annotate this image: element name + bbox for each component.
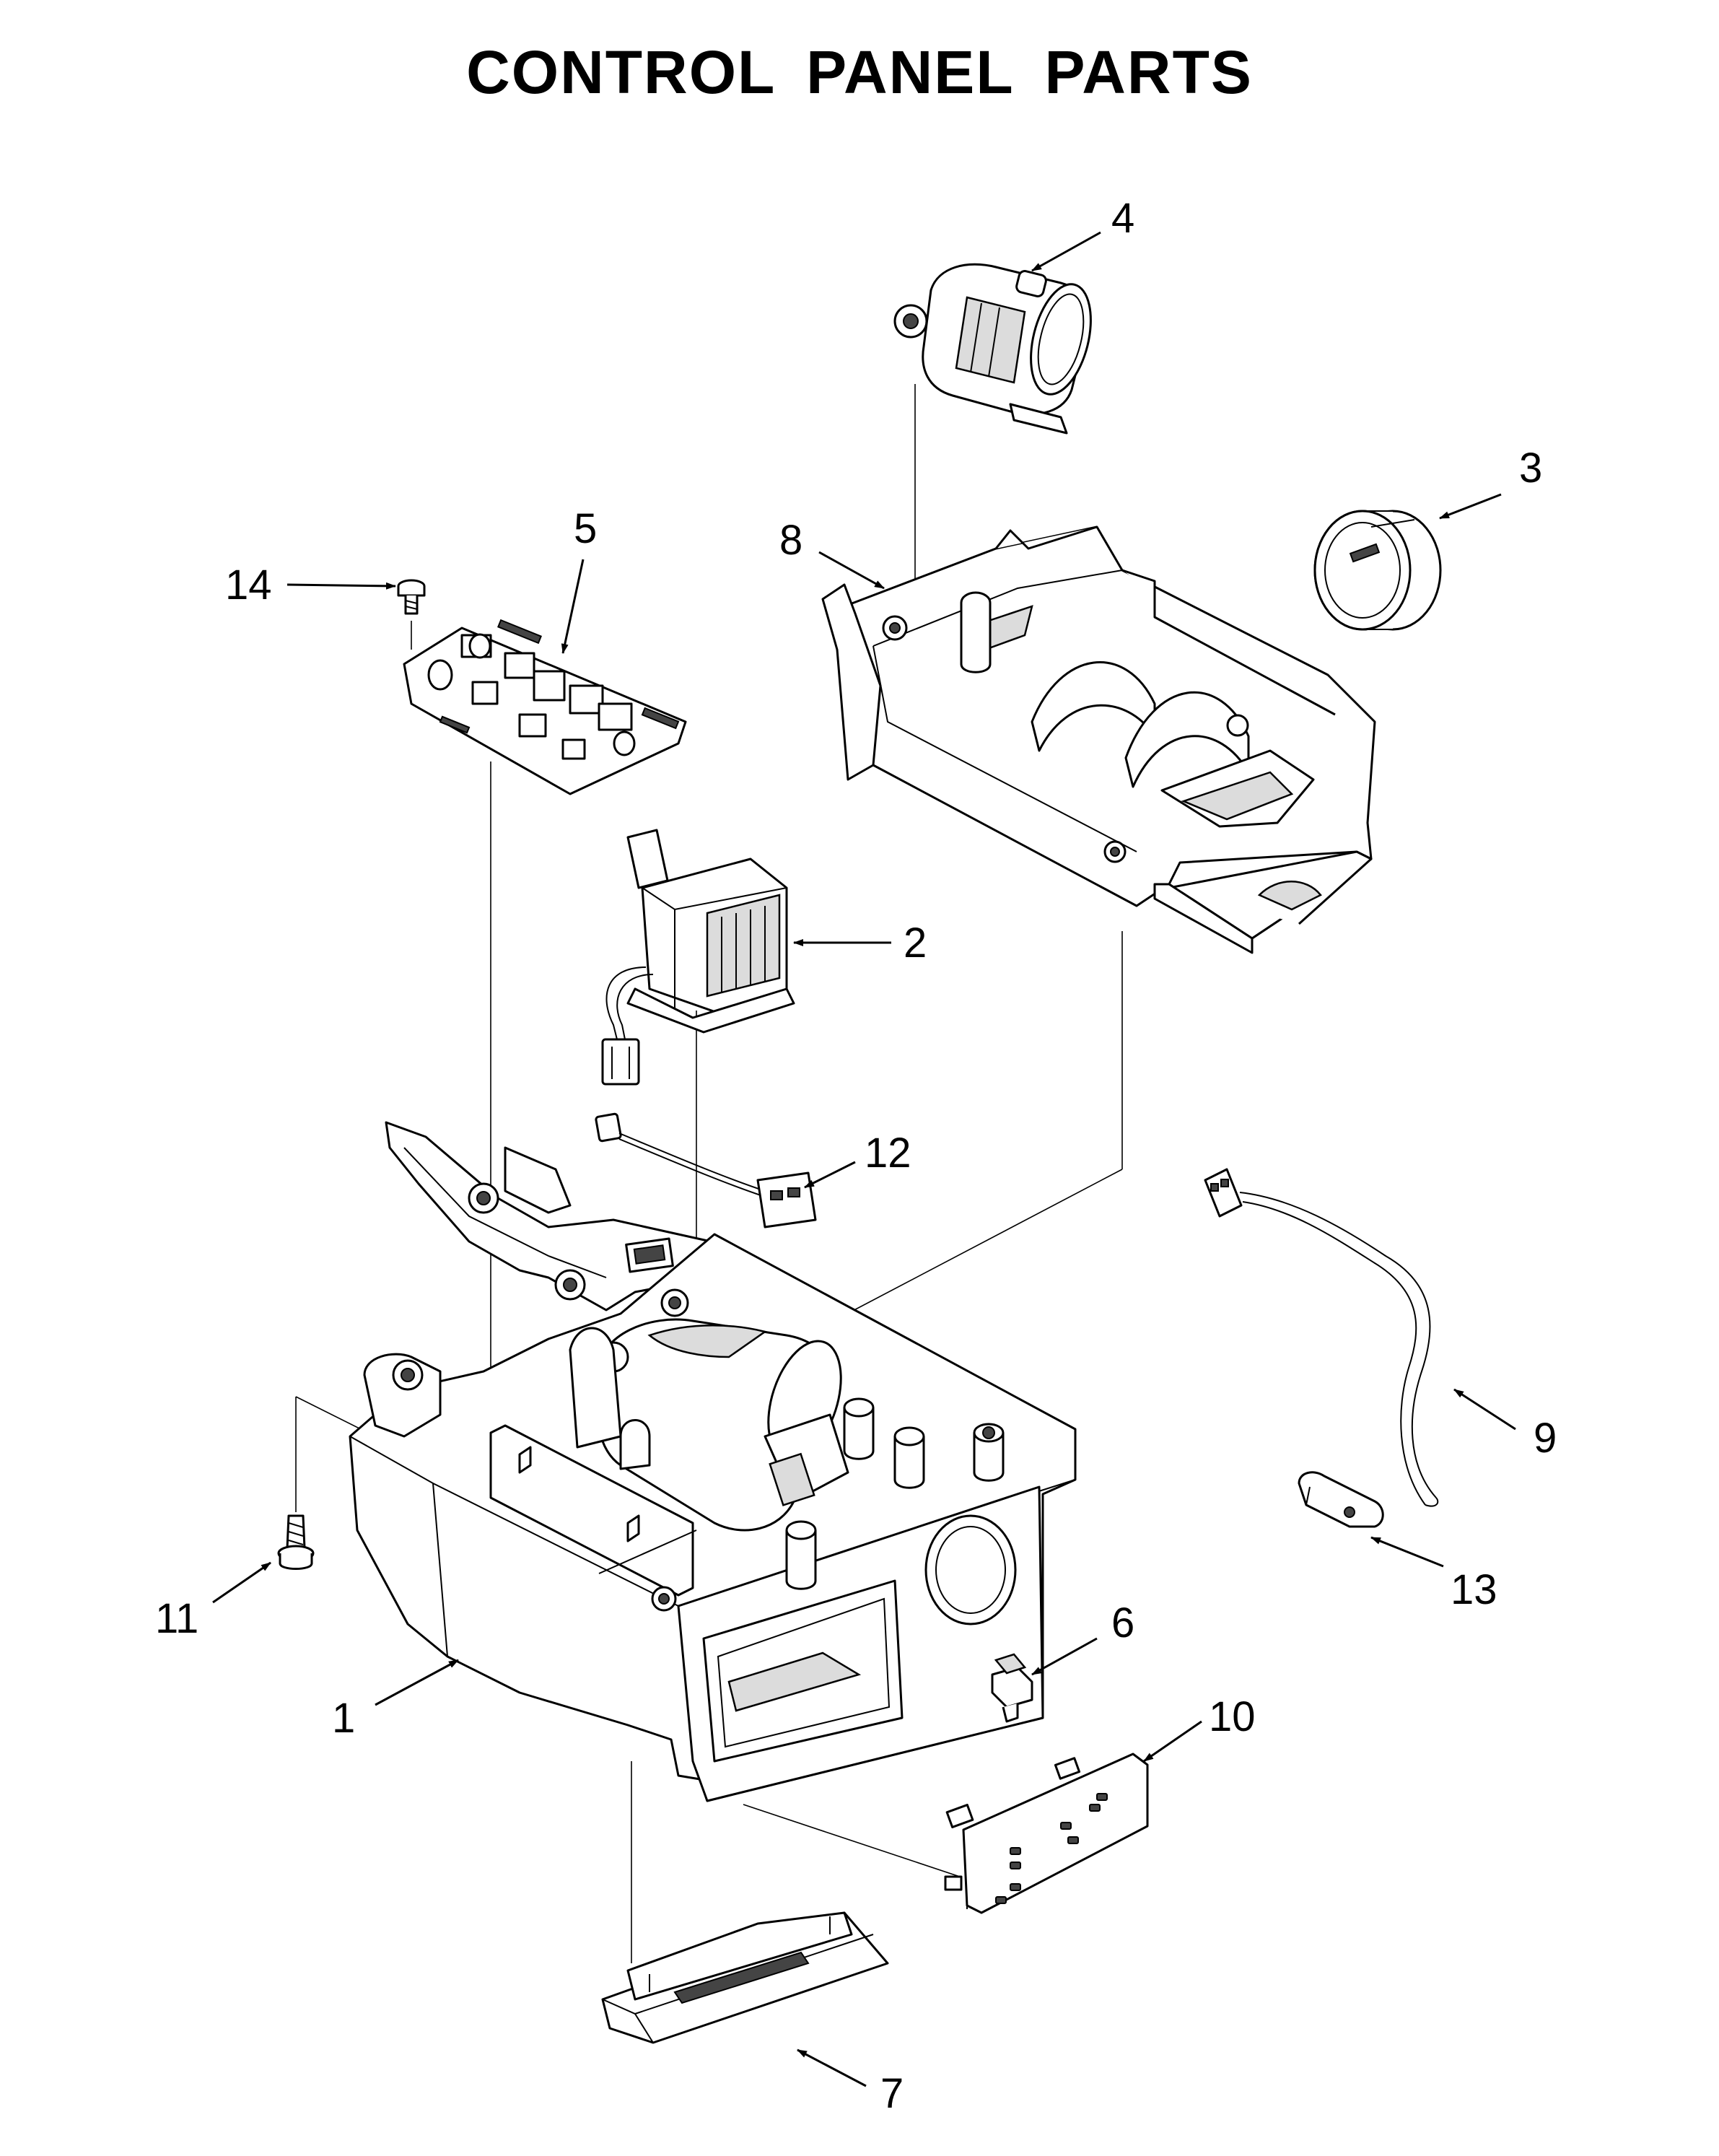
part-2-transformer — [601, 829, 795, 1086]
callout-12: 12 — [865, 1130, 911, 1177]
part-10-switch-board — [944, 1753, 1149, 1914]
callout-5: 5 — [574, 505, 597, 552]
part-5-control-board — [403, 619, 687, 795]
callout-1: 1 — [332, 1695, 355, 1742]
callout-labels: 4 3 8 5 14 2 12 9 13 6 10 11 1 7 — [155, 195, 1557, 2117]
callout-3: 3 — [1519, 445, 1542, 492]
callout-13: 13 — [1451, 1566, 1497, 1613]
callout-7: 7 — [880, 2070, 904, 2117]
callout-2: 2 — [904, 920, 927, 966]
part-3-cap — [1313, 510, 1442, 631]
callout-9: 9 — [1534, 1415, 1557, 1462]
part-11-screw — [277, 1514, 315, 1570]
part-7-trim — [601, 1911, 889, 2044]
part-1-main-housing — [349, 1121, 1077, 1802]
diagram-title: CONTROL PANEL PARTS — [466, 38, 1253, 106]
part-13-clip — [1298, 1471, 1384, 1528]
part-12-harness — [595, 1112, 817, 1228]
part-8-upper-housing — [821, 525, 1376, 954]
leader-arrows — [212, 231, 1516, 2087]
callout-8: 8 — [779, 517, 802, 564]
callout-11: 11 — [155, 1595, 198, 1642]
part-14-screw — [397, 579, 426, 615]
callout-10: 10 — [1209, 1693, 1256, 1740]
part-9-harness — [1204, 1168, 1439, 1507]
part-4-damper-motor — [893, 263, 1092, 435]
callout-14: 14 — [225, 562, 272, 608]
callout-6: 6 — [1111, 1599, 1134, 1646]
callout-4: 4 — [1111, 195, 1134, 242]
part-6-switch — [991, 1653, 1033, 1723]
